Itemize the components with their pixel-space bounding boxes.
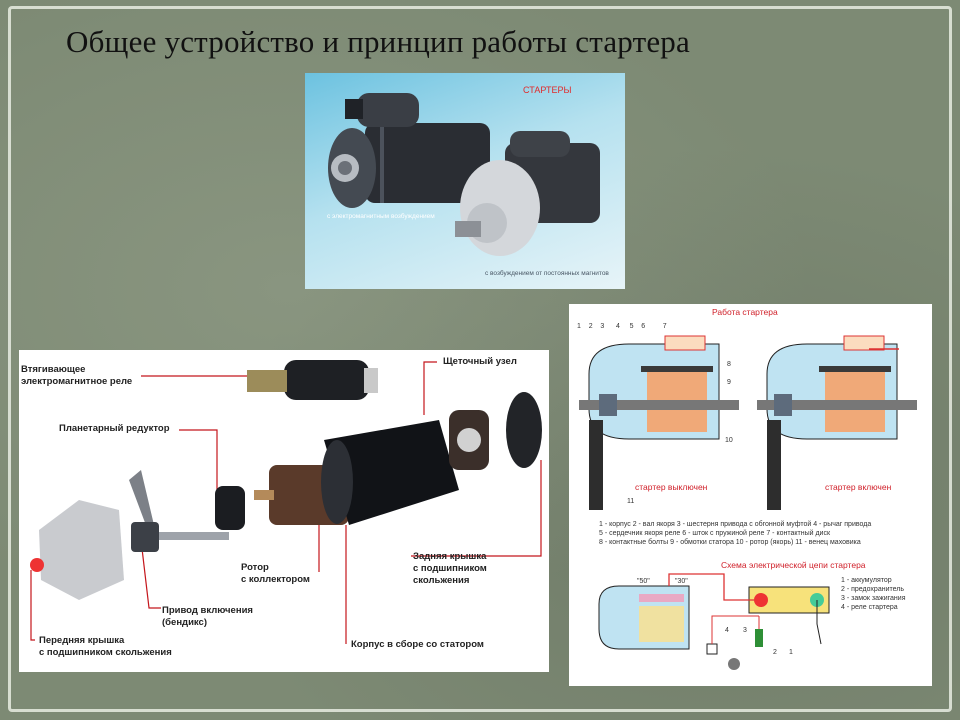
starters-illustration: СТАРТЕРЫ с электромагнитным возбуждением… — [327, 85, 609, 277]
slide-frame — [8, 6, 952, 712]
diagram-title: Работа стартера — [712, 307, 778, 317]
starter-silver — [455, 131, 600, 256]
drive-part — [131, 522, 159, 552]
electrical-circuit-diagram — [598, 573, 830, 670]
diagram-illustration — [579, 335, 917, 670]
terminal-50-label: "50" — [637, 578, 650, 585]
circuit-legend: 1 - аккумулятор 2 - предохранитель 3 - з… — [841, 577, 906, 611]
photo-left-label: с электромагнитным возбуждением — [327, 212, 435, 220]
stator-body-part — [324, 420, 459, 525]
exploded-illustration — [30, 360, 542, 644]
label-stator-body: Корпус в сборе со статором — [351, 639, 484, 650]
label-starter-on: стартер включен — [825, 482, 892, 492]
label-starter-off: стартер выключен — [635, 482, 708, 492]
label-drive: Привод включения(бендикс) — [162, 605, 253, 628]
starter-off-diagram — [579, 335, 739, 510]
circuit-number-1: 1 — [789, 649, 793, 656]
diagram-numbers-top: 1 2 3 4 5 6 7 — [577, 323, 667, 330]
label-brush-assembly: Щеточный узел — [443, 356, 517, 367]
starters-photo: СТАРТЕРЫ с электромагнитным возбуждением… — [305, 73, 625, 289]
label-planetary-gear: Планетарный редуктор — [59, 423, 170, 434]
diagram-number-11: 11 — [627, 498, 635, 505]
diagram-legend: 1 - корпус 2 - вал якоря 3 - шестерня пр… — [599, 521, 872, 546]
diagram-number-10: 10 — [725, 437, 733, 444]
brush-assembly-part — [449, 410, 489, 470]
circuit-number-3: 3 — [743, 627, 747, 634]
circuit-number-4: 4 — [725, 627, 729, 634]
working-diagram-panel: Работа стартера — [569, 304, 932, 686]
starter-black — [328, 93, 490, 208]
front-cover-part — [30, 500, 124, 600]
circuit-number-2: 2 — [773, 649, 777, 656]
lever-part — [129, 470, 154, 528]
circuit-title: Схема электрической цепи стартера — [721, 560, 866, 570]
starter-on-diagram — [757, 335, 917, 510]
back-cover-part — [506, 392, 542, 468]
terminal-30-label: "30" — [675, 578, 688, 585]
diagram-number-9: 9 — [727, 379, 731, 386]
photo-header-label: СТАРТЕРЫ — [523, 85, 572, 95]
shaft-part — [159, 532, 229, 540]
planetary-gear-part — [215, 486, 245, 530]
diagram-number-8: 8 — [727, 361, 731, 368]
photo-right-label: с возбуждением от постоянных магнитов — [485, 269, 609, 277]
slide-title: Общее устройство и принцип работы старте… — [66, 24, 690, 59]
relay-part — [247, 360, 378, 400]
